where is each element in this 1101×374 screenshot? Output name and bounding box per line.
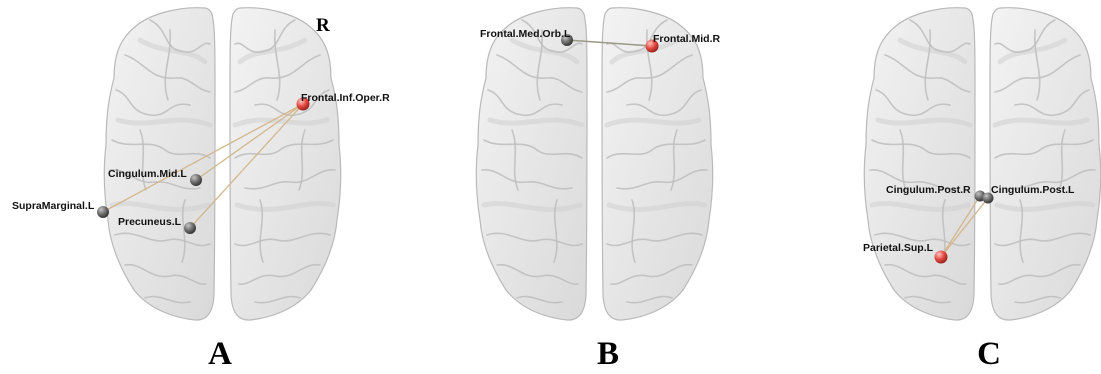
- label-frontal-med-orb-l: Frontal.Med.Orb.L: [480, 28, 571, 40]
- right-hemisphere-a: [230, 8, 341, 320]
- node-parietal-sup-l: [935, 251, 948, 264]
- label-cingulum-post-r: Cingulum.Post.R: [886, 184, 971, 196]
- panel-b: Frontal.Med.Orb.L Frontal.Mid.R B: [476, 8, 720, 372]
- label-precuneus-l: Precuneus.L: [118, 216, 182, 228]
- label-frontal-mid-r: Frontal.Mid.R: [653, 33, 720, 45]
- orientation-label: R: [316, 15, 330, 36]
- brain-c: [864, 8, 1100, 320]
- right-hemisphere-b: [602, 8, 713, 320]
- node-precuneus-l: [184, 222, 196, 234]
- panel-c: Cingulum.Post.R Cingulum.Post.L Parietal…: [863, 8, 1101, 372]
- node-cingulum-mid-l: [190, 174, 202, 186]
- label-cingulum-mid-l: Cingulum.Mid.L: [108, 168, 187, 180]
- label-frontal-inf-oper-r: Frontal.Inf.Oper.R: [301, 92, 390, 104]
- label-cingulum-post-l: Cingulum.Post.L: [991, 184, 1075, 196]
- left-hemisphere-c: [864, 8, 975, 320]
- label-parietal-sup-l: Parietal.Sup.L: [863, 242, 934, 254]
- brain-a: [104, 8, 340, 320]
- left-hemisphere-a: [104, 8, 215, 320]
- panel-letter-a: A: [208, 336, 232, 372]
- panel-a: Frontal.Inf.Oper.R Cingulum.Mid.L SupraM…: [12, 8, 390, 372]
- left-hemisphere-b: [476, 8, 587, 320]
- right-hemisphere-c: [990, 8, 1101, 320]
- panel-letter-c: C: [977, 336, 1001, 372]
- brain-b: [476, 8, 712, 320]
- panel-letter-b: B: [597, 336, 619, 372]
- label-supramarginal-l: SupraMarginal.L: [12, 200, 95, 212]
- node-supramarginal-l: [97, 206, 109, 218]
